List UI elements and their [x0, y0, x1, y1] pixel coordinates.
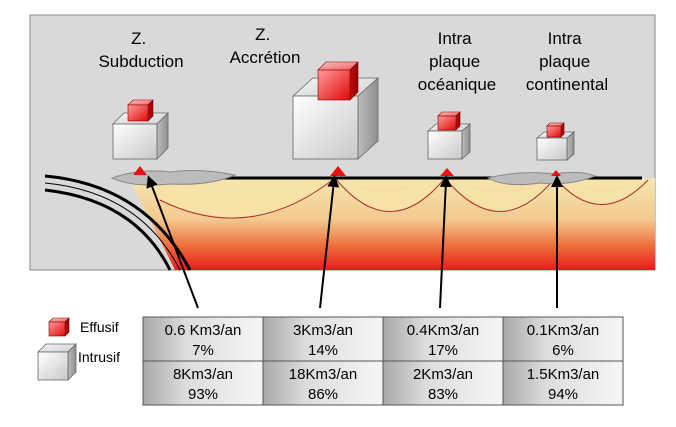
legend: Effusif Intrusif — [37, 317, 120, 381]
table-cell — [502, 316, 624, 362]
legend-intrusive-label: Intrusif — [78, 349, 120, 365]
convection-lines — [159, 177, 649, 219]
table-cell — [382, 360, 504, 406]
source-arrows — [146, 175, 563, 309]
data-table: 0.6 Km3/an 7% 3Km3/an 14% 0.4Km3/an 17% 0.1Km3… — [142, 316, 624, 406]
cube-group-subduction — [112, 99, 169, 160]
table-cell-volume: 3Km3/an — [293, 322, 353, 339]
table-cell-percent: 83% — [428, 386, 458, 403]
arrow-oceanic — [439, 175, 452, 309]
mantle-upper-zone — [150, 175, 645, 219]
table-cell-percent: 94% — [548, 386, 578, 403]
table-cell-volume: 1.5Km3/an — [527, 366, 600, 383]
subducting-slab — [44, 174, 192, 271]
table-cell — [142, 360, 264, 406]
legend-effusive-icon — [48, 317, 70, 337]
volcano-subduction — [133, 166, 147, 175]
cube-group-oceanic — [426, 111, 472, 160]
table-cell-percent: 7% — [192, 342, 214, 359]
cube-group-continental — [535, 122, 576, 161]
table-cell — [142, 316, 264, 362]
table-cell — [382, 316, 504, 362]
table-cell-percent: 14% — [308, 342, 338, 359]
arrow-subduction — [146, 175, 199, 309]
arrow-accretion — [319, 175, 340, 309]
zone-label-accretion: Z. Accrétion — [230, 25, 301, 67]
table-cell-volume: 18Km3/an — [289, 366, 357, 383]
table-cell-volume: 0.4Km3/an — [407, 322, 480, 339]
volcano-accretion — [330, 166, 346, 176]
table-cell-percent: 17% — [428, 342, 458, 359]
legend-intrusive-icon — [37, 343, 77, 381]
table-cell — [262, 360, 384, 406]
zone-label-subduction: Z. Subduction — [98, 29, 183, 71]
table-cell-percent: 6% — [552, 342, 574, 359]
table-cell-percent: 86% — [308, 386, 338, 403]
table-cell — [502, 360, 624, 406]
table-cell — [262, 316, 384, 362]
cube-group-accretion — [291, 61, 380, 160]
volcano-continental — [551, 170, 561, 176]
zone-label-oceanic: Intra plaque océanique — [418, 29, 496, 94]
table-cell-volume: 0.1Km3/an — [527, 322, 600, 339]
legend-effusive-label: Effusif — [80, 319, 119, 335]
continental-crust — [486, 171, 597, 186]
table-cell-percent: 93% — [188, 386, 218, 403]
table-cell-volume: 2Km3/an — [413, 366, 473, 383]
volcano-markers — [133, 166, 561, 176]
volcano-oceanic — [440, 168, 454, 176]
zone-label-continental: Intra plaque continental — [526, 29, 608, 94]
table-cell-volume: 0.6 Km3/an — [165, 322, 242, 339]
table-cell-volume: 8Km3/an — [173, 366, 233, 383]
